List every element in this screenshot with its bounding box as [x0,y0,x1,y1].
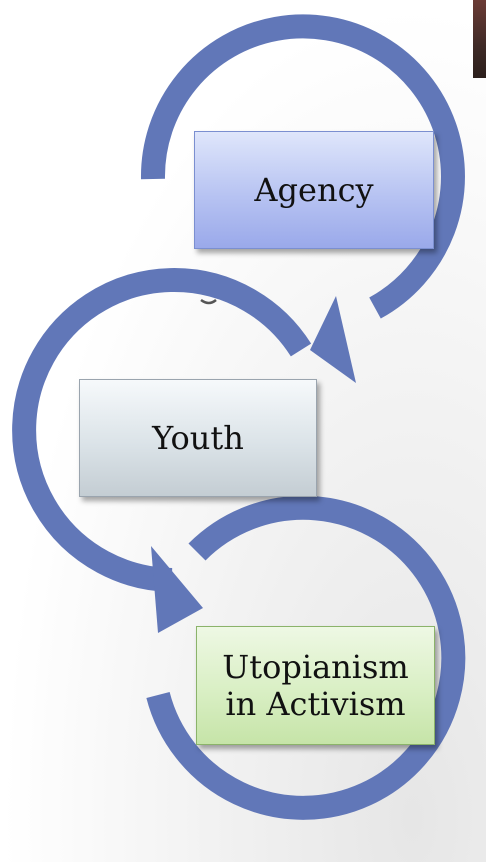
node-utopianism-label-line2: in Activism [225,684,406,723]
arrowhead-agency [310,296,356,383]
small-mark [200,298,217,305]
arrow-arc-agency [140,14,465,319]
arrow-arc-youth [12,268,312,592]
node-agency-label: Agency [254,171,374,209]
arrow-arc-utopia [146,495,466,820]
node-utopianism: Utopianism in Activism [196,626,435,745]
node-youth-label: Youth [152,419,244,457]
node-utopianism-label-line1: Utopianism [222,647,409,686]
arrowhead-youth [151,546,203,633]
corner-photo-thumbnail [473,0,486,78]
node-youth: Youth [79,379,317,497]
node-agency: Agency [194,131,434,249]
